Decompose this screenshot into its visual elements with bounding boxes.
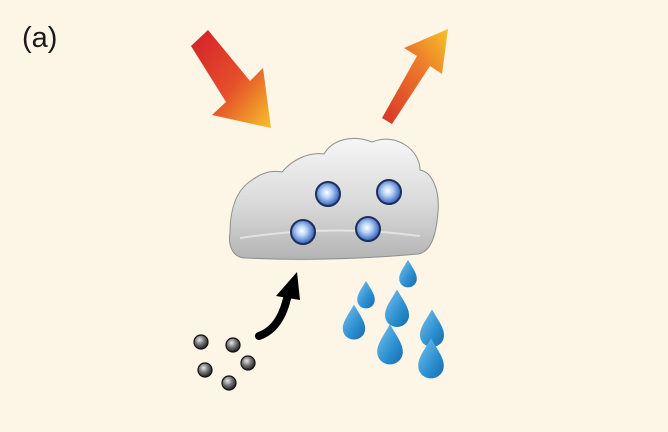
- droplet-nucleus: [377, 180, 401, 204]
- reflected-radiation-arrow: [382, 29, 448, 124]
- aerosol-particles: [194, 335, 255, 390]
- droplet-nucleus: [316, 182, 340, 206]
- aerosol-particle: [226, 338, 240, 352]
- droplet-nucleus: [356, 217, 380, 241]
- raindrop: [343, 305, 365, 340]
- raindrop: [399, 260, 417, 288]
- raindrop: [357, 281, 375, 309]
- raindrop: [385, 290, 409, 328]
- aerosol-particle: [194, 335, 208, 349]
- aerosol-particle: [198, 363, 212, 377]
- aerosol-particle: [241, 356, 255, 370]
- raindrop: [418, 338, 444, 378]
- incoming-radiation-arrow: [191, 30, 271, 128]
- aerosol-particle: [222, 376, 236, 390]
- raindrop: [377, 324, 403, 364]
- raindrops: [343, 260, 444, 379]
- droplet-nucleus: [291, 220, 315, 244]
- uplift-arrow: [259, 272, 300, 336]
